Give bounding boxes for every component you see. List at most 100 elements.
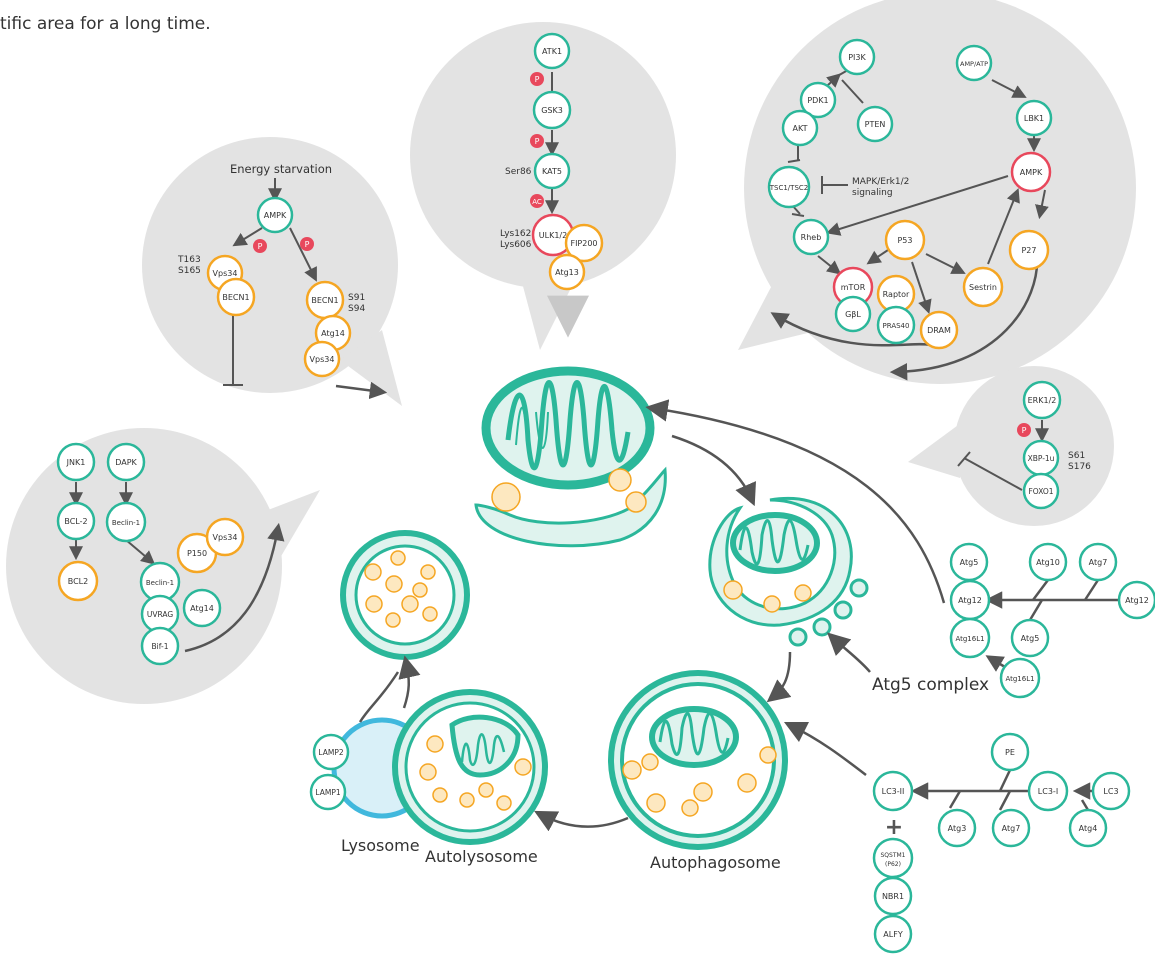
node-circle <box>106 442 146 482</box>
node-label: PDK1 <box>807 96 828 105</box>
node-label: BECN1 <box>222 293 249 302</box>
node-label: Vps34 <box>213 533 238 542</box>
node-label: Raptor <box>883 290 910 299</box>
node-rheb: Rheb <box>792 218 830 256</box>
node-circle <box>990 732 1030 772</box>
node-ampk2: AMPK <box>1010 151 1052 193</box>
node-circle <box>105 501 147 543</box>
node-circle <box>309 773 347 811</box>
node-pdk1: PDK1 <box>799 81 837 119</box>
node-atg7a: Atg7 <box>1078 542 1118 582</box>
node-label: NBR1 <box>882 892 904 901</box>
node-label: Atg3 <box>948 824 967 833</box>
node-label: P27 <box>1021 246 1036 255</box>
node-sqstm1: SQSTM1(P62) <box>872 837 914 879</box>
node-label: ATK1 <box>542 47 562 56</box>
node-circle <box>781 109 819 147</box>
node-label: BCL-2 <box>64 517 87 526</box>
node-kat5: KAT5 <box>533 152 571 190</box>
autophagosome <box>608 670 788 850</box>
node-fip200: FIP200 <box>564 223 604 263</box>
bubble5-arrows <box>69 482 156 565</box>
p-badge-3: P <box>530 72 544 86</box>
node-circle <box>767 165 811 209</box>
label-s91: S91 <box>348 293 365 303</box>
node-atg3: Atg3 <box>937 808 977 848</box>
node-label: AMPK <box>264 211 287 220</box>
node-circle <box>533 32 571 70</box>
p-badge-5: P <box>1017 423 1031 437</box>
node-atg16l1b: Atg16L1 <box>999 657 1041 699</box>
node-label: Vps34 <box>310 355 335 364</box>
node-label: FIP200 <box>570 239 597 248</box>
node-label: KAT5 <box>542 167 562 176</box>
node-pi3k: PI3K <box>838 38 876 76</box>
node-label: Sestrin <box>969 283 997 292</box>
badge-label: P <box>305 240 310 249</box>
node-bcl2a: BCL-2 <box>56 501 96 541</box>
node-circle <box>876 305 916 345</box>
node-label: Atg10 <box>1036 558 1060 567</box>
node-label: Atg12 <box>958 596 982 605</box>
node-label: UVRAG <box>147 610 174 619</box>
node-vps34-b: Vps34 <box>303 340 341 378</box>
node-jnk1: JNK1 <box>56 442 96 482</box>
node-label: GβL <box>845 310 861 319</box>
node-atg4: Atg4 <box>1068 808 1108 848</box>
node-label: TSC1/TSC2 <box>769 184 808 192</box>
node-atg14-b: Atg14 <box>182 588 222 628</box>
node-circle <box>303 340 341 378</box>
badge-label: P <box>258 242 263 251</box>
node-circle <box>937 808 977 848</box>
node-circle <box>1008 229 1050 271</box>
node-lc3: LC3 <box>1091 771 1131 811</box>
node-label: SQSTM1 <box>881 852 906 859</box>
node-sestrin: Sestrin <box>962 266 1004 308</box>
node-label: Beclin-1 <box>112 519 140 527</box>
label-lys606: Lys606 <box>500 240 532 250</box>
node-circle <box>834 295 872 333</box>
node-circle <box>856 105 894 143</box>
node-pe: PE <box>990 732 1030 772</box>
node-label: Atg7 <box>1002 824 1021 833</box>
node-atk1: ATK1 <box>533 32 571 70</box>
node-uvrag: UVRAG <box>140 594 180 634</box>
node-label: Atg13 <box>555 268 579 277</box>
node-circle <box>884 219 926 261</box>
node-label: ALFY <box>883 930 903 939</box>
node-label: PTEN <box>865 120 886 129</box>
node-atg12a: Atg12 <box>949 579 991 621</box>
label-plus: + <box>885 815 903 840</box>
node-atg12b: Atg12 <box>1117 580 1155 620</box>
node-foxo1: FOXO1 <box>1022 472 1060 510</box>
mitochondrion <box>481 366 655 490</box>
engulfing-phagophore <box>708 497 853 627</box>
node-circle <box>182 588 222 628</box>
node-label: LC3-I <box>1038 787 1058 796</box>
node-nbr1: NBR1 <box>873 876 913 916</box>
node-label: Beclin-1 <box>146 579 174 587</box>
node-atg5b: Atg5 <box>1010 618 1050 658</box>
node-circle <box>532 90 572 130</box>
label-mapk: MAPK/Erk1/2 <box>852 177 909 187</box>
badge-label: P <box>535 75 540 84</box>
label-autolysosome: Autolysosome <box>425 847 538 866</box>
node-lbk1: LBK1 <box>1015 99 1053 137</box>
p-badge-4: P <box>530 134 544 148</box>
node-circle <box>799 81 837 119</box>
node-circle <box>548 253 586 291</box>
node-label: Atg5 <box>1021 634 1040 643</box>
node-becn1-b: BECN1 <box>305 280 345 320</box>
node-circle <box>955 44 993 82</box>
node-label: PE <box>1005 748 1015 757</box>
atg12-pathway <box>984 579 1118 672</box>
node-label: XBP-1u <box>1028 454 1055 463</box>
node-circle <box>1010 151 1052 193</box>
node-label: Atg14 <box>321 329 345 338</box>
node-circle <box>564 223 604 263</box>
node-atg10: Atg10 <box>1028 542 1068 582</box>
node-label: P53 <box>897 236 912 245</box>
node-circle <box>999 657 1041 699</box>
node-circle <box>1117 580 1155 620</box>
